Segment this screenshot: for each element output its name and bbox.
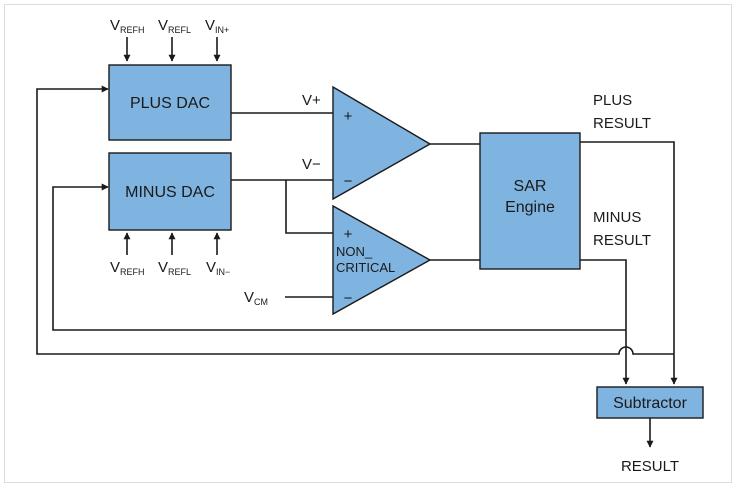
subtractor-block: Subtractor: [596, 386, 704, 419]
plus-result-label-line2: RESULT: [593, 115, 651, 132]
minus-dac-input-vrefh: VREFH: [110, 259, 145, 277]
minus-result-wire: [580, 259, 630, 385]
main-comparator-minus-sign: −: [344, 173, 353, 190]
plus-dac-label: PLUS DAC: [130, 95, 210, 112]
wires: [36, 37, 678, 448]
result-label: RESULT: [621, 458, 679, 475]
main-comparator: + −: [332, 85, 432, 201]
v-minus-label: V−: [302, 156, 321, 173]
plus-feedback-wire: [36, 85, 674, 355]
minus-dac-input-labels: VREFH VREFL VIN−: [110, 259, 230, 277]
plus-dac-input-vrefh: VREFH: [110, 17, 145, 35]
plus-dac-input-vin-plus: VIN+: [205, 17, 229, 35]
minus-dac-label: MINUS DAC: [125, 184, 215, 201]
noncritical-label-line1: NON_: [336, 244, 373, 259]
noncritical-minus-sign: −: [344, 290, 353, 307]
diagram-frame: [4, 4, 732, 483]
minus-dac-input-vin-minus: VIN−: [206, 259, 230, 277]
minus-feedback-wire: [52, 183, 626, 331]
plus-dac-input-labels: VREFH VREFL VIN+: [110, 17, 229, 35]
sar-label-line1: SAR: [514, 178, 547, 195]
sar-label-line2: Engine: [505, 199, 555, 216]
main-comparator-plus-sign: +: [344, 108, 353, 125]
vcm-label: VCM: [244, 289, 268, 307]
plus-result-wire: [580, 141, 678, 385]
minus-dac-input-vrefl: VREFL: [158, 259, 191, 277]
plus-dac-block: PLUS DAC: [108, 64, 232, 141]
plus-result-label-line1: PLUS: [593, 92, 632, 109]
noncritical-plus-sign: +: [344, 226, 353, 243]
noncritical-label-line2: CRITICAL: [336, 260, 395, 275]
minus-result-label-line2: RESULT: [593, 232, 651, 249]
plus-dac-input-vrefl: VREFL: [158, 17, 191, 35]
sar-engine-block: SAR Engine: [479, 132, 581, 270]
minus-result-label-line1: MINUS: [593, 209, 641, 226]
v-minus-branch-wire: [285, 180, 333, 234]
v-plus-label: V+: [302, 92, 321, 109]
subtractor-label: Subtractor: [613, 395, 687, 412]
noncritical-comparator: + − NON_ CRITICAL: [332, 204, 432, 316]
minus-dac-block: MINUS DAC: [108, 152, 232, 231]
